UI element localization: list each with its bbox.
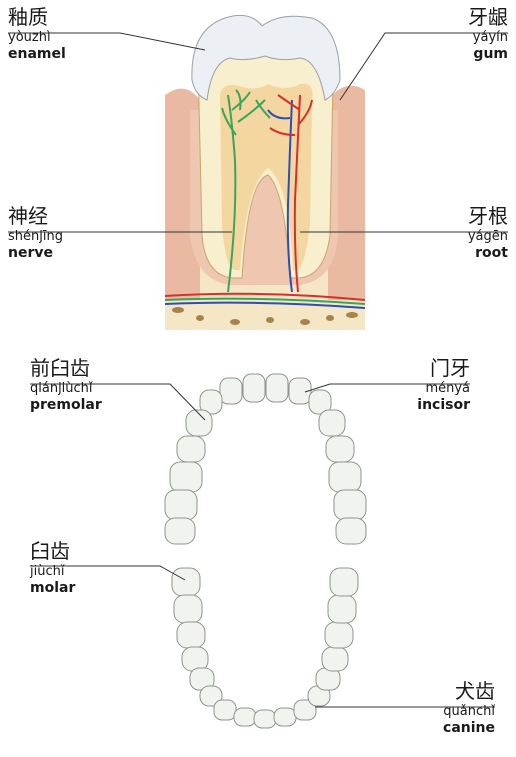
molar-en: molar bbox=[30, 580, 75, 596]
nerve-en: nerve bbox=[8, 245, 63, 261]
label-enamel: 釉质 yòuzhì enamel bbox=[8, 6, 66, 62]
canine-zh: 犬齿 bbox=[443, 680, 495, 703]
root-zh: 牙根 bbox=[468, 205, 508, 228]
enamel-pinyin: yòuzhì bbox=[8, 31, 66, 46]
tooth-cross-section bbox=[165, 15, 365, 330]
label-molar: 臼齿 jiùchǐ molar bbox=[30, 540, 75, 596]
incisor-pinyin: ményá bbox=[417, 382, 470, 397]
molar-pinyin: jiùchǐ bbox=[30, 565, 75, 580]
label-premolar: 前臼齿 qiánjiùchǐ premolar bbox=[30, 357, 102, 413]
gum-zh: 牙龈 bbox=[468, 6, 508, 29]
canine-pinyin: quǎnchǐ bbox=[443, 705, 495, 720]
label-canine: 犬齿 quǎnchǐ canine bbox=[443, 680, 495, 736]
nerve-pinyin: shénjīng bbox=[8, 230, 63, 245]
root-en: root bbox=[468, 245, 508, 261]
label-gum: 牙龈 yáyín gum bbox=[468, 6, 508, 62]
premolar-zh: 前臼齿 bbox=[30, 357, 102, 380]
incisor-en: incisor bbox=[417, 397, 470, 413]
nerve-zh: 神经 bbox=[8, 205, 63, 228]
canine-en: canine bbox=[443, 720, 495, 736]
premolar-en: premolar bbox=[30, 397, 102, 413]
label-incisor: 门牙 ményá incisor bbox=[417, 357, 470, 413]
enamel-zh: 釉质 bbox=[8, 6, 66, 29]
label-root: 牙根 yágēn root bbox=[468, 205, 508, 261]
incisor-zh: 门牙 bbox=[417, 357, 470, 380]
dental-arch bbox=[165, 374, 366, 728]
molar-zh: 臼齿 bbox=[30, 540, 75, 563]
root-pinyin: yágēn bbox=[468, 230, 508, 245]
gum-en: gum bbox=[468, 46, 508, 62]
premolar-pinyin: qiánjiùchǐ bbox=[30, 382, 102, 397]
enamel-en: enamel bbox=[8, 46, 66, 62]
label-nerve: 神经 shénjīng nerve bbox=[8, 205, 63, 261]
gum-pinyin: yáyín bbox=[468, 31, 508, 46]
